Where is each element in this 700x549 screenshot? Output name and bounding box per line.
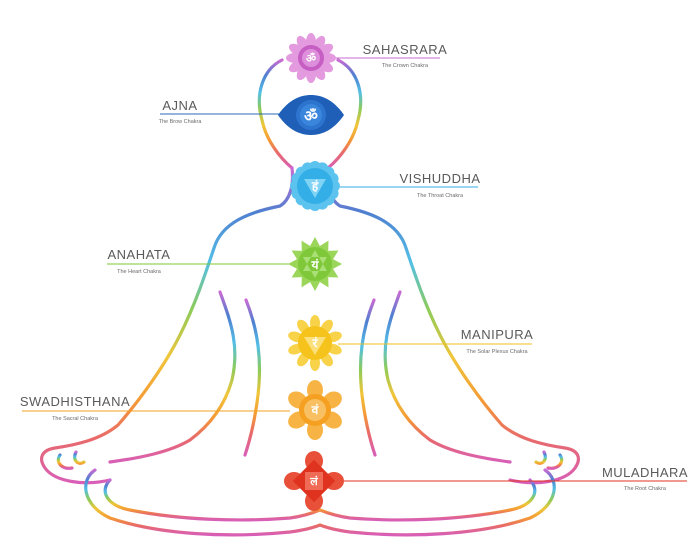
label-sahasrara-name: SAHASRARA: [363, 42, 448, 57]
label-vishuddha-name: VISHUDDHA: [399, 171, 480, 186]
label-manipura: MANIPURA The Solar Plexus Chakra: [461, 327, 534, 355]
vishuddha-symbol: हं: [311, 179, 319, 193]
label-anahata: ANAHATA The Heart Chakra: [108, 247, 171, 275]
leader-lines: [22, 57, 687, 482]
chakra-swadhisthana-emblem: वं: [288, 380, 342, 440]
muladhara-symbol: लं: [309, 475, 318, 488]
chakra-ajna-emblem: ॐ: [278, 95, 344, 135]
label-ajna-name: AJNA: [162, 98, 197, 113]
label-anahata-name: ANAHATA: [108, 247, 171, 262]
label-muladhara-subtitle: The Root Chakra: [624, 486, 667, 492]
label-manipura-subtitle: The Solar Plexus Chakra: [466, 349, 528, 355]
chakra-vishuddha-emblem: हं: [290, 161, 340, 211]
chakra-anahata-emblem: यं: [288, 237, 342, 291]
label-sahasrara-subtitle: The Crown Chakra: [382, 63, 429, 69]
sahasrara-symbol: ॐ: [306, 52, 316, 65]
label-manipura-name: MANIPURA: [461, 327, 534, 342]
ajna-symbol: ॐ: [304, 107, 318, 125]
manipura-symbol: रं: [312, 336, 319, 350]
label-sahasrara: SAHASRARA The Crown Chakra: [363, 42, 448, 69]
swadhisthana-symbol: वं: [311, 403, 320, 417]
anahata-symbol: यं: [311, 258, 320, 272]
chakra-sahasrara-emblem: ॐ: [286, 33, 336, 83]
label-vishuddha: VISHUDDHA The Throat Chakra: [399, 171, 480, 199]
label-ajna: AJNA The Brow Chakra: [159, 98, 203, 125]
label-vishuddha-subtitle: The Throat Chakra: [417, 193, 464, 199]
chakra-muladhara-emblem: लं: [284, 451, 344, 511]
label-muladhara-name: MULADHARA: [602, 465, 688, 480]
chakra-manipura-emblem: रं: [288, 315, 342, 371]
body-outline: [40, 58, 580, 537]
label-swadhisthana-subtitle: The Sacral Chakra: [52, 416, 99, 422]
label-anahata-subtitle: The Heart Chakra: [117, 269, 162, 275]
label-swadhisthana-name: SWADHISTHANA: [20, 394, 130, 409]
label-ajna-subtitle: The Brow Chakra: [159, 119, 203, 125]
label-swadhisthana: SWADHISTHANA The Sacral Chakra: [20, 394, 130, 422]
label-muladhara: MULADHARA The Root Chakra: [602, 465, 688, 492]
